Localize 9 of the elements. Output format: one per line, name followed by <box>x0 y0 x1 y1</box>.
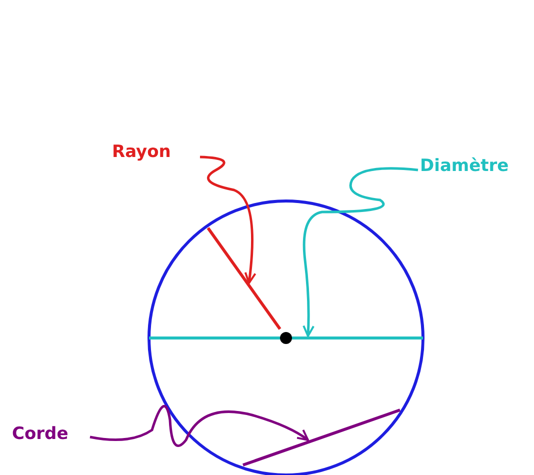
leader-arrow <box>302 167 418 337</box>
part-label: Corde <box>12 424 68 444</box>
part-label: Rayon <box>112 142 171 162</box>
chord-line <box>242 408 400 466</box>
radius-line <box>206 227 282 330</box>
diameter-line <box>149 336 423 340</box>
leader-arrow <box>90 405 309 447</box>
part-label: Diamètre <box>420 156 509 176</box>
leader-arrow <box>200 156 256 284</box>
